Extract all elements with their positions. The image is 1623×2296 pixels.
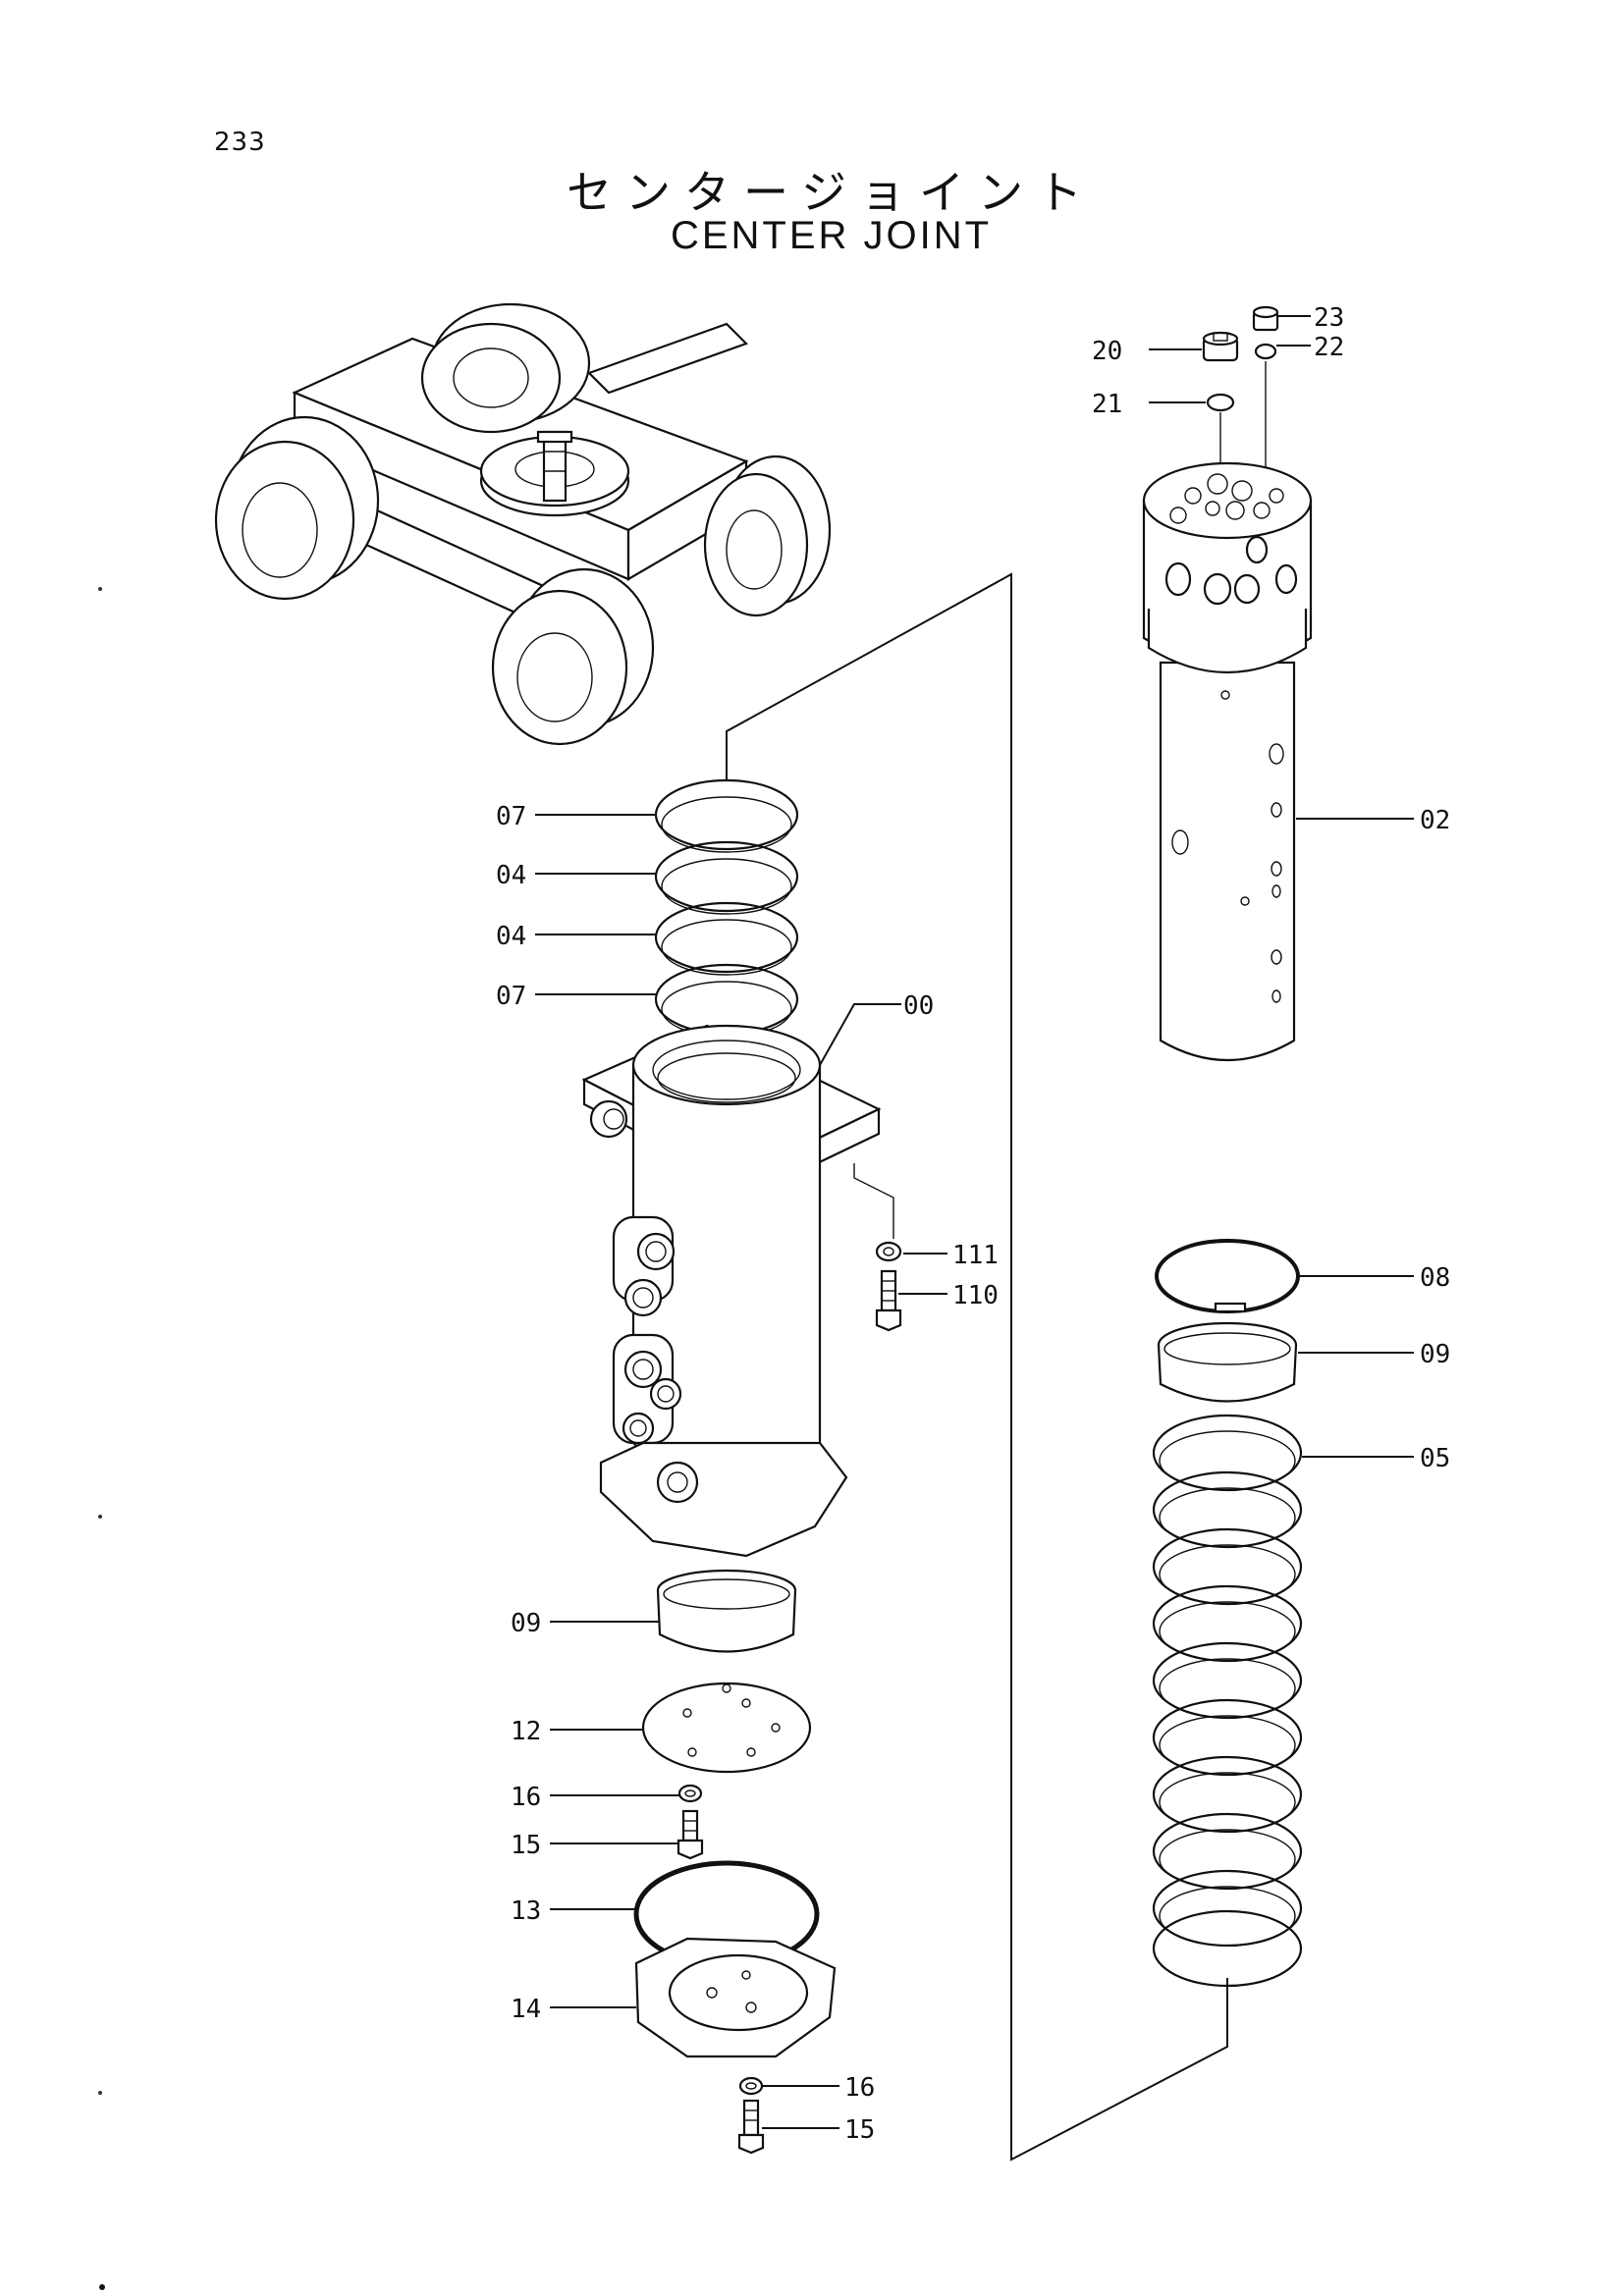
bolt-15-lower [737,2099,765,2155]
callout-label: 111 [952,1241,999,1270]
callout-label: 12 [511,1717,541,1746]
undercarriage-overview-illustration [214,302,832,746]
callout-label: 00 [903,991,934,1021]
callout-label: 23 [1314,303,1344,333]
scan-speck [98,2091,102,2095]
backup-ring-04-a [654,840,799,915]
scan-speck [99,2284,105,2290]
callout-label: 110 [952,1281,999,1310]
center-joint-body-00 [581,1024,882,1558]
callout-label: 04 [496,861,526,890]
callout-label: 04 [496,922,526,951]
spindle-02 [1142,461,1313,1061]
washer-111 [875,1241,902,1262]
callout-label: 09 [1420,1340,1450,1369]
callout-label: 09 [511,1609,541,1638]
callout-label: 07 [496,982,526,1011]
callout-label: 15 [511,1831,541,1860]
retaining-ring-08 [1155,1239,1300,1313]
o-ring-22 [1254,343,1277,360]
bolt-15-upper [676,1809,704,1860]
callout-label: 02 [1420,806,1450,835]
wheel-front-right [703,454,832,617]
washer-16-lower [738,2076,764,2096]
plug-23 [1252,305,1279,332]
callout-labels: 07 04 04 07 00 111 110 09 12 16 15 13 14… [496,303,1450,2145]
washer-16-upper [677,1784,703,1803]
callout-label: 21 [1092,390,1122,419]
callout-label: 16 [511,1783,541,1812]
callout-label: 07 [496,802,526,831]
bushing-09-upper [1157,1321,1298,1403]
page-number: 233 [214,128,266,157]
callout-label: 14 [511,1995,541,2024]
bolt-110 [875,1269,902,1332]
cover-plate-12 [641,1682,812,1774]
callout-label: 16 [844,2073,875,2103]
assembly-leader-line [726,572,1228,2162]
cover-14 [634,1937,837,2058]
page-title-english: CENTER JOINT [670,214,993,257]
bolt-leader [853,1163,894,1239]
wheel-front-left [420,302,591,434]
o-ring-21 [1206,393,1235,412]
bushing-09-lower [656,1569,797,1653]
seal-stack-05 [1152,1414,1303,1988]
scan-speck [98,587,102,591]
callout-leaders [535,315,1414,2129]
callout-label: 15 [844,2115,875,2145]
callout-label: 22 [1314,333,1344,362]
callout-label: 20 [1092,337,1122,366]
callout-label: 05 [1420,1444,1450,1473]
page-title-japanese: センタージョイント [566,166,1097,219]
wheel-rear-right [491,567,655,746]
callout-label: 08 [1420,1263,1450,1293]
wheel-rear-left [214,415,380,601]
scan-speck [98,1515,102,1519]
callout-label: 13 [511,1896,541,1926]
fitting-20 [1202,331,1239,362]
backup-ring-04-b [654,901,799,976]
